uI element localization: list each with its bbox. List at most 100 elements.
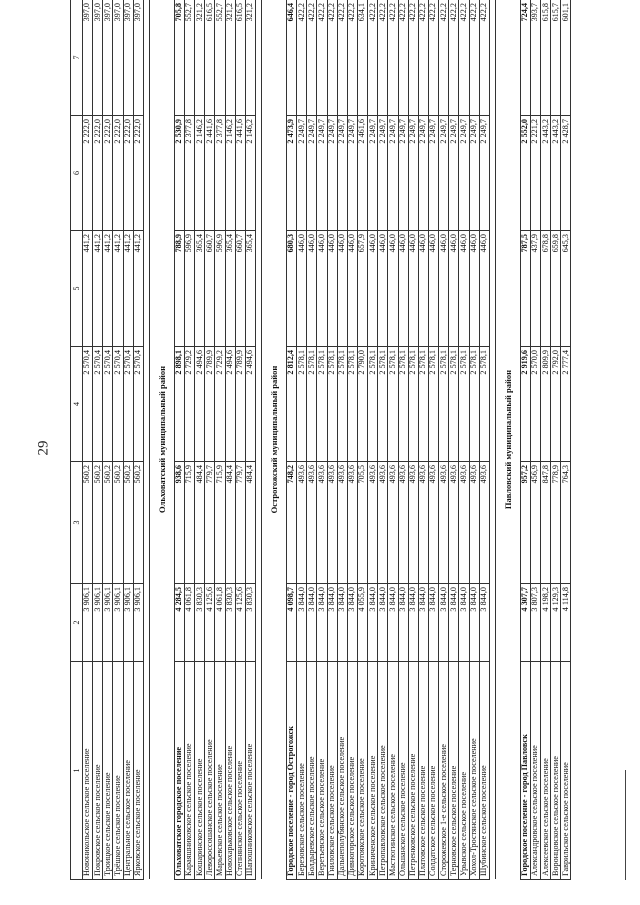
value-cell: 4 114,8 xyxy=(560,583,571,662)
value-cell: 2 790,0 xyxy=(357,346,368,462)
value-cell: 2 441,6 xyxy=(204,115,215,231)
budget-table: 1 2 3 4 5 6 7 Новоникольское сельское по… xyxy=(70,0,571,880)
value-cell: 3 807,3 xyxy=(530,583,541,662)
value-cell: 2 570,4 xyxy=(133,346,144,462)
value-cell: 422,2 xyxy=(458,0,469,116)
value-cell: 446,0 xyxy=(367,230,378,347)
column-header: 5 xyxy=(70,230,83,347)
page-number: 29 xyxy=(35,440,52,456)
settlement-name: Солдатское сельское поселение xyxy=(428,661,439,880)
settlement-name: Дальнеполубянское сельское поселение xyxy=(337,661,348,880)
value-cell: 596,9 xyxy=(214,230,226,347)
value-cell: 787,5 xyxy=(520,230,531,347)
value-cell: 446,0 xyxy=(418,230,429,347)
value-cell: 2 570,4 xyxy=(82,346,93,462)
value-cell: 493,6 xyxy=(458,461,469,584)
value-cell: 3 906,1 xyxy=(112,583,124,662)
value-cell: 2 443,2 xyxy=(540,115,551,231)
value-cell: 634,1 xyxy=(357,0,368,116)
value-cell: 422,2 xyxy=(316,0,328,116)
settlement-name: Дивногорское сельское поселение xyxy=(347,661,358,880)
column-header: 1 xyxy=(70,661,83,880)
value-cell: 2 578,1 xyxy=(367,346,378,462)
value-cell: 705,8 xyxy=(174,0,185,116)
value-cell: 2 249,7 xyxy=(479,115,490,231)
value-cell: 422,2 xyxy=(438,0,449,116)
value-cell: 493,6 xyxy=(438,461,449,584)
value-cell: 2 809,9 xyxy=(540,346,551,462)
value-cell: 422,2 xyxy=(337,0,348,116)
settlement-name: Ольшанское сельское поселение xyxy=(398,661,409,880)
value-cell: 422,2 xyxy=(377,0,388,116)
value-cell: 3 844,0 xyxy=(418,583,429,662)
value-cell: 2 789,9 xyxy=(204,346,215,462)
value-cell: 2 222,0 xyxy=(123,115,134,231)
value-cell: 2 461,6 xyxy=(357,115,368,231)
value-cell: 2 578,1 xyxy=(377,346,388,462)
value-cell: 365,4 xyxy=(194,230,205,347)
value-cell: 422,2 xyxy=(327,0,338,116)
value-cell: 493,6 xyxy=(448,461,459,584)
value-cell: 397,0 xyxy=(92,0,103,116)
value-cell: 422,2 xyxy=(428,0,439,116)
value-cell: 560,2 xyxy=(92,461,103,584)
value-cell: 446,0 xyxy=(458,230,469,347)
value-cell: 397,0 xyxy=(112,0,124,116)
value-cell: 446,0 xyxy=(438,230,449,347)
value-cell: 2 473,9 xyxy=(286,115,297,231)
district-title: Ольховатский муниципальный район xyxy=(149,0,175,880)
value-cell: 4 061,8 xyxy=(184,583,195,662)
value-cell: 715,9 xyxy=(184,461,195,584)
value-cell: 456,9 xyxy=(530,461,541,584)
value-cell: 2 578,1 xyxy=(448,346,459,462)
column-header: 6 xyxy=(70,115,83,231)
value-cell: 2 249,7 xyxy=(347,115,358,231)
value-cell: 779,7 xyxy=(204,461,215,584)
value-cell: 2 919,6 xyxy=(520,346,531,462)
value-cell: 2 570,4 xyxy=(92,346,103,462)
value-cell: 3 844,0 xyxy=(438,583,449,662)
value-cell: 422,2 xyxy=(408,0,419,116)
value-cell: 3 844,0 xyxy=(458,583,469,662)
value-cell: 484,4 xyxy=(194,461,205,584)
settlement-name: Терновское сельское поселение xyxy=(448,661,459,880)
value-cell: 615,8 xyxy=(540,0,551,116)
value-cell: 616,5 xyxy=(204,0,215,116)
value-cell: 2 494,6 xyxy=(225,346,236,462)
value-cell: 2 249,7 xyxy=(296,115,307,231)
value-cell: 2 443,2 xyxy=(550,115,561,231)
value-cell: 422,2 xyxy=(296,0,307,116)
settlement-name: Хохол-Тростянское сельское поселение xyxy=(469,661,480,880)
value-cell: 2 792,0 xyxy=(550,346,561,462)
value-cell: 441,2 xyxy=(112,230,124,347)
value-cell: 2 222,0 xyxy=(112,115,124,231)
value-cell: 446,0 xyxy=(327,230,338,347)
value-cell: 678,8 xyxy=(540,230,551,347)
value-cell: 446,0 xyxy=(398,230,409,347)
district-heading-row: Павловский муниципальный район xyxy=(495,0,521,880)
value-cell: 2 249,7 xyxy=(458,115,469,231)
value-cell: 441,2 xyxy=(123,230,134,347)
value-cell: 446,0 xyxy=(337,230,348,347)
value-cell: 3 844,0 xyxy=(428,583,439,662)
settlement-name: Петренковское сельское поселение xyxy=(408,661,419,880)
value-cell: 788,9 xyxy=(174,230,185,347)
settlement-name: Александровское сельское поселение xyxy=(530,661,541,880)
settlement-name: Кошаринское сельское поселение xyxy=(194,661,205,880)
settlement-name: Коротоякское сельское поселение xyxy=(357,661,368,880)
value-cell: 2 570,4 xyxy=(123,346,134,462)
value-cell: 659,8 xyxy=(550,230,561,347)
column-header: 3 xyxy=(70,461,83,584)
settlement-name: Ольховатское городское поселение xyxy=(174,661,185,880)
settlement-name: Сторожевское 1-е сельское поселение xyxy=(438,661,449,880)
value-cell: 2 578,1 xyxy=(337,346,348,462)
